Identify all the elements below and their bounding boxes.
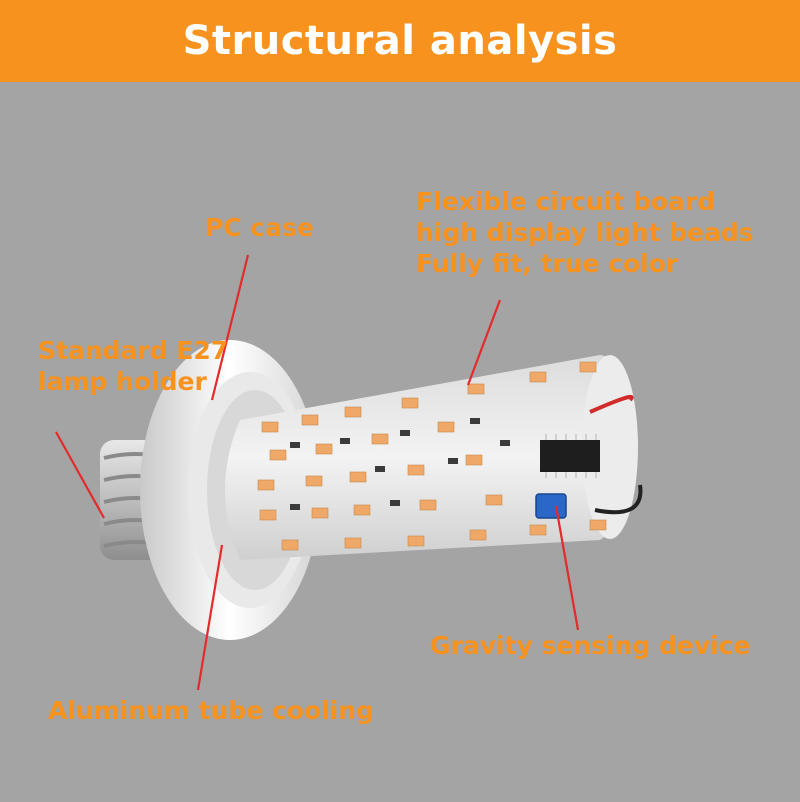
page-title: Structural analysis bbox=[182, 18, 618, 64]
label-gravity-sensing: Gravity sensing device bbox=[430, 630, 751, 661]
label-flexible-circuit: Flexible circuit board high display ligh… bbox=[416, 186, 754, 279]
red-wire bbox=[589, 395, 634, 414]
ic-chip bbox=[540, 434, 600, 478]
black-wire bbox=[594, 484, 643, 515]
label-flexible-line3: Fully fit, true color bbox=[416, 249, 679, 278]
pointer-pc-case bbox=[210, 254, 250, 401]
circuit-board-tube bbox=[225, 355, 643, 560]
label-aluminum-text: Aluminum tube cooling bbox=[48, 696, 374, 725]
gravity-sensor bbox=[535, 493, 567, 519]
pointer-e27 bbox=[55, 431, 105, 519]
label-standard-e27-line1: Standard E27 bbox=[38, 336, 229, 365]
label-flexible-line1: Flexible circuit board bbox=[416, 187, 716, 216]
pointer-gravity bbox=[554, 505, 580, 631]
label-flexible-line2: high display light beads bbox=[416, 218, 754, 247]
smd-components bbox=[290, 418, 510, 510]
pointer-lines bbox=[55, 254, 580, 691]
label-aluminum-tube: Aluminum tube cooling bbox=[48, 695, 374, 726]
bulb-illustration bbox=[55, 254, 643, 691]
label-gravity-text: Gravity sensing device bbox=[430, 631, 751, 660]
pointer-aluminum bbox=[196, 544, 224, 691]
title-banner: Structural analysis bbox=[0, 0, 800, 82]
pointer-flexible bbox=[466, 299, 502, 386]
label-standard-e27-line2: lamp holder bbox=[38, 367, 207, 396]
label-standard-e27: Standard E27 lamp holder bbox=[38, 335, 228, 397]
label-pc-case: PC case bbox=[205, 212, 314, 243]
led-beads bbox=[257, 361, 607, 551]
label-pc-case-text: PC case bbox=[205, 213, 314, 242]
